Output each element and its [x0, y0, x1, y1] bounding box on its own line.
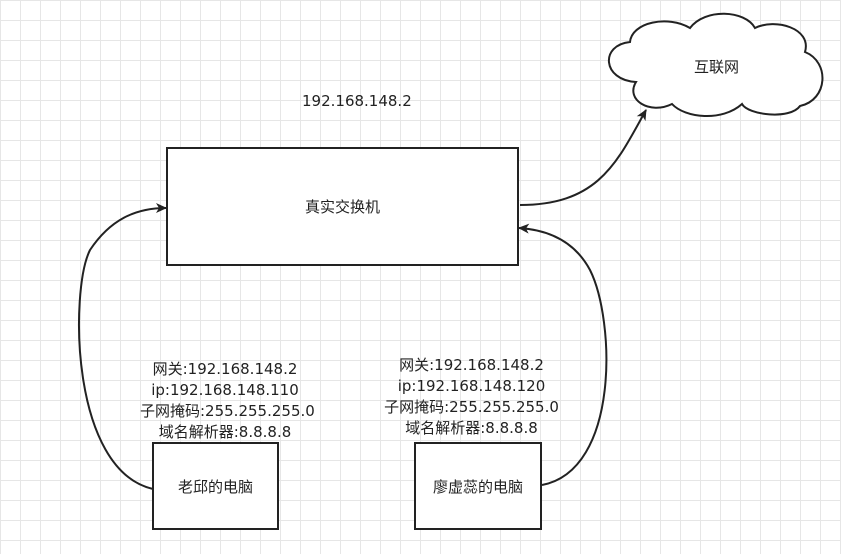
left-pc-dns: 域名解析器:8.8.8.8 [158, 423, 292, 441]
switch-node[interactable]: 真实交换机 [166, 147, 519, 266]
right-pc-gateway: 网关:192.168.148.2 [399, 356, 544, 374]
connector-switch-internet [519, 109, 647, 206]
left-pc-gateway: 网关:192.168.148.2 [152, 360, 298, 378]
left-pc-node[interactable]: 老邱的电脑 [152, 442, 279, 530]
left-pc-subnet-mask: 子网掩码:255.255.255.0 [140, 402, 315, 420]
left-pc-network-info: 网关:192.168.148.2 ip:192.168.148.110 子网掩码… [140, 359, 315, 443]
switch-ip-label: 192.168.148.2 [302, 92, 412, 110]
connector-left-pc-switch [78, 203, 167, 490]
right-pc-ip: ip:192.168.148.120 [397, 377, 546, 395]
right-pc-network-info: 网关:192.168.148.2 ip:192.168.148.120 子网掩码… [384, 355, 559, 439]
left-pc-ip: ip:192.168.148.110 [151, 381, 299, 399]
connector-right-pc-switch [518, 223, 608, 486]
left-pc-label: 老邱的电脑 [177, 477, 253, 496]
right-pc-dns: 域名解析器:8.8.8.8 [405, 419, 538, 437]
right-pc-label: 廖虚蕊的电脑 [432, 477, 523, 496]
internet-label: 互联网 [694, 58, 740, 76]
internet-cloud-shape [608, 12, 824, 117]
right-pc-node[interactable]: 廖虚蕊的电脑 [414, 442, 542, 530]
switch-label: 真实交换机 [304, 198, 380, 216]
right-pc-subnet-mask: 子网掩码:255.255.255.0 [384, 398, 559, 416]
